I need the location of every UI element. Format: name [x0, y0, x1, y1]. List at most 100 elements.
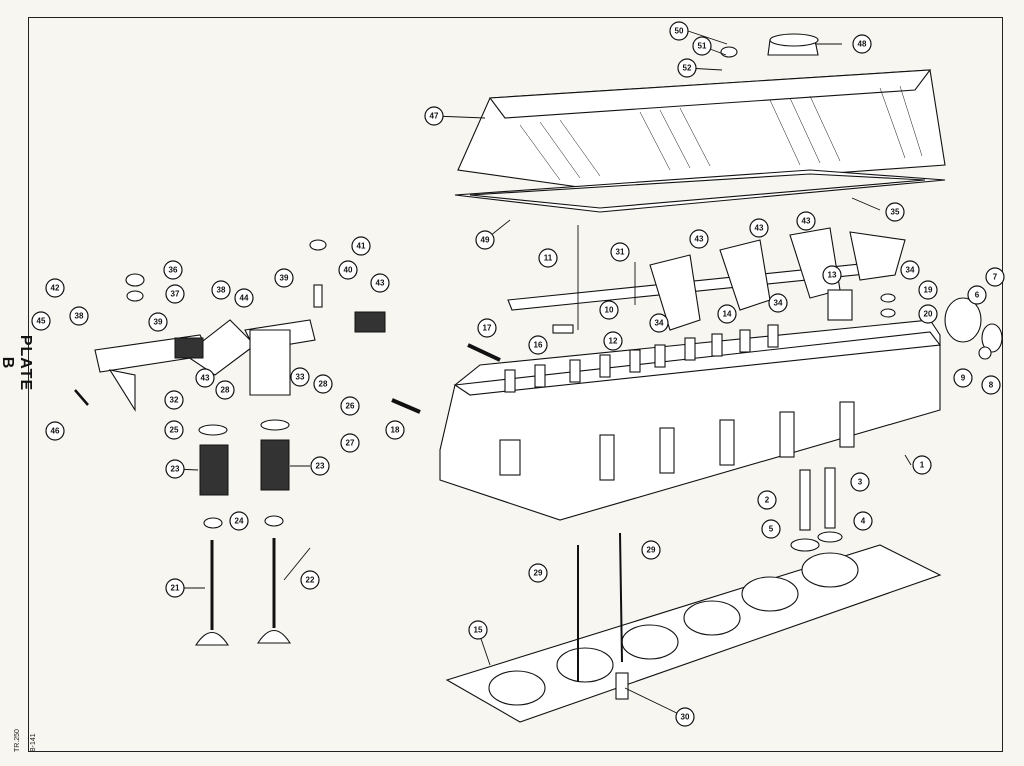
svg-text:39: 39 — [154, 318, 163, 327]
callout-43-e: 43 — [796, 211, 816, 231]
callout-26: 26 — [340, 396, 360, 416]
callout-43-b: 43 — [195, 368, 215, 388]
callout-16: 16 — [528, 335, 548, 355]
svg-text:34: 34 — [655, 319, 664, 328]
callout-6: 6 — [967, 285, 987, 305]
svg-text:8: 8 — [989, 381, 994, 390]
svg-text:36: 36 — [169, 266, 178, 275]
svg-text:20: 20 — [924, 310, 933, 319]
svg-text:27: 27 — [346, 439, 355, 448]
callout-38-left: 38 — [69, 306, 89, 326]
svg-text:37: 37 — [171, 290, 180, 299]
callout-46: 46 — [45, 421, 65, 441]
svg-text:10: 10 — [605, 306, 614, 315]
svg-text:23: 23 — [316, 462, 325, 471]
callout-43-c: 43 — [689, 229, 709, 249]
callout-30: 30 — [675, 707, 695, 727]
valve-train-left — [74, 239, 574, 646]
callout-43-a: 43 — [370, 273, 390, 293]
callout-34-right: 34 — [900, 260, 920, 280]
svg-text:9: 9 — [961, 374, 966, 383]
svg-text:38: 38 — [217, 286, 226, 295]
svg-text:16: 16 — [534, 341, 543, 350]
callout-12: 12 — [603, 331, 623, 351]
svg-text:41: 41 — [357, 242, 366, 251]
svg-text:51: 51 — [698, 42, 707, 51]
callout-23-left: 23 — [165, 459, 185, 479]
svg-text:17: 17 — [483, 324, 492, 333]
svg-text:31: 31 — [616, 248, 625, 257]
callout-33: 33 — [290, 367, 310, 387]
cylinder-head — [439, 319, 942, 521]
svg-text:6: 6 — [975, 291, 980, 300]
svg-text:23: 23 — [171, 465, 180, 474]
callout-35: 35 — [885, 202, 905, 222]
callout-13: 13 — [822, 265, 842, 285]
callout-4: 4 — [853, 511, 873, 531]
svg-text:43: 43 — [695, 235, 704, 244]
svg-text:43: 43 — [376, 279, 385, 288]
water-outlet — [827, 289, 1003, 360]
svg-text:34: 34 — [774, 299, 783, 308]
callout-10: 10 — [599, 300, 619, 320]
svg-text:44: 44 — [240, 294, 249, 303]
callout-15: 15 — [468, 620, 488, 640]
svg-text:49: 49 — [481, 236, 490, 245]
callout-34-left: 34 — [649, 313, 669, 333]
svg-text:22: 22 — [306, 576, 315, 585]
callout-44: 44 — [234, 288, 254, 308]
svg-text:21: 21 — [171, 584, 180, 593]
callout-14: 14 — [717, 304, 737, 324]
svg-text:26: 26 — [346, 402, 355, 411]
svg-text:13: 13 — [828, 271, 837, 280]
svg-text:30: 30 — [681, 713, 690, 722]
rocker-cover — [457, 33, 946, 191]
callout-29-left: 29 — [528, 563, 548, 583]
callout-27: 27 — [340, 433, 360, 453]
svg-text:40: 40 — [344, 266, 353, 275]
head-studs — [504, 324, 779, 393]
svg-text:19: 19 — [924, 286, 933, 295]
callout-8: 8 — [981, 375, 1001, 395]
svg-text:2: 2 — [765, 496, 770, 505]
callout-18: 18 — [385, 420, 405, 440]
callout-29-right: 29 — [641, 540, 661, 560]
svg-text:12: 12 — [609, 337, 618, 346]
svg-text:52: 52 — [683, 64, 692, 73]
callout-7: 7 — [985, 267, 1005, 287]
svg-text:7: 7 — [993, 273, 998, 282]
svg-text:34: 34 — [906, 266, 915, 275]
svg-text:4: 4 — [861, 517, 866, 526]
callout-28-right: 28 — [313, 374, 333, 394]
svg-text:29: 29 — [534, 569, 543, 578]
callout-39-left: 39 — [148, 312, 168, 332]
svg-text:46: 46 — [51, 427, 60, 436]
svg-text:43: 43 — [802, 217, 811, 226]
svg-text:42: 42 — [51, 284, 60, 293]
svg-text:48: 48 — [858, 40, 867, 49]
callout-41: 41 — [351, 236, 371, 256]
svg-text:5: 5 — [769, 525, 774, 534]
callout-11: 11 — [538, 248, 558, 268]
svg-text:15: 15 — [474, 626, 483, 635]
callout-36: 36 — [163, 260, 183, 280]
callout-24: 24 — [229, 511, 249, 531]
callout-37: 37 — [165, 284, 185, 304]
callout-42: 42 — [45, 278, 65, 298]
callout-28-left: 28 — [215, 380, 235, 400]
callout-25: 25 — [164, 420, 184, 440]
svg-text:25: 25 — [170, 426, 179, 435]
callout-51: 51 — [692, 36, 712, 56]
callout-20: 20 — [918, 304, 938, 324]
callout-17: 17 — [477, 318, 497, 338]
svg-text:43: 43 — [201, 374, 210, 383]
callout-50: 50 — [669, 21, 689, 41]
callout-39-right: 39 — [274, 268, 294, 288]
svg-text:14: 14 — [723, 310, 732, 319]
svg-text:24: 24 — [235, 517, 244, 526]
callout-40: 40 — [338, 260, 358, 280]
svg-text:39: 39 — [280, 274, 289, 283]
callout-48: 48 — [852, 34, 872, 54]
svg-text:29: 29 — [647, 546, 656, 555]
